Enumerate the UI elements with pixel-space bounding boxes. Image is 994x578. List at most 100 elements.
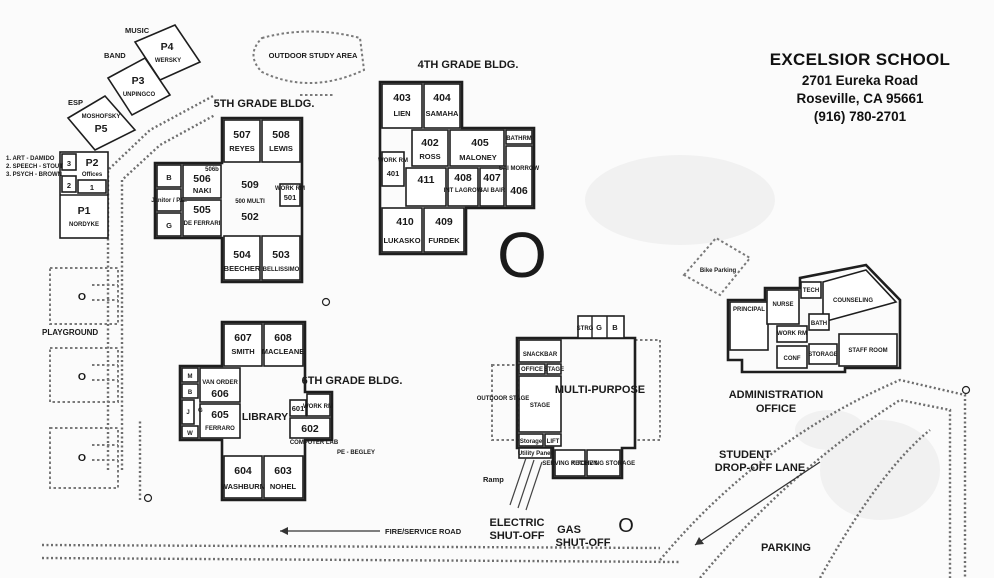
walkways bbox=[41, 93, 967, 578]
room-505-teacher: DE FERRARI bbox=[184, 221, 221, 227]
room-p4-teacher: WERSKY bbox=[155, 58, 181, 64]
room-p2: P2 bbox=[86, 157, 99, 169]
dropoff-label-2: DROP-OFF LANE bbox=[715, 462, 805, 474]
room-509: 509 bbox=[241, 179, 259, 191]
outdoor-study-label: OUTDOOR STUDY AREA bbox=[269, 51, 358, 60]
room-604-teacher: WASHBURN bbox=[221, 482, 265, 491]
parking-label: PARKING bbox=[761, 542, 811, 554]
mp-storage-room: Storage bbox=[520, 439, 543, 445]
school-name: EXCELSIOR SCHOOL bbox=[769, 50, 951, 69]
counseling-office: COUNSELING bbox=[833, 298, 873, 304]
room-410-teacher: LUKASKO bbox=[383, 236, 420, 245]
room-607-teacher: SMITH bbox=[231, 347, 254, 356]
admin-storage: STORAGE bbox=[808, 352, 838, 358]
room-508-teacher: LEWIS bbox=[269, 144, 293, 153]
map-markers bbox=[143, 297, 971, 503]
grade6-title: 6TH GRADE BLDG. bbox=[302, 375, 403, 387]
music-label: MUSIC bbox=[125, 26, 150, 35]
room-410: 410 bbox=[396, 216, 414, 228]
receiving-storage-label: RECEIVING STORAGE bbox=[571, 461, 635, 467]
room-606-teacher: VAN ORDER bbox=[202, 380, 238, 386]
room-405-teacher: MALONEY bbox=[459, 153, 497, 162]
room-411: 411 bbox=[418, 174, 435, 186]
p2-office-1: 1 bbox=[90, 183, 94, 192]
room-p2-offices: Offices bbox=[82, 172, 103, 178]
room-608-teacher: MACLEANE bbox=[262, 347, 305, 356]
esp-label: ESP bbox=[68, 98, 83, 107]
field-marker-1: O bbox=[78, 291, 86, 303]
bike-parking-label: Bike Parking bbox=[700, 268, 737, 274]
mp-storage: STRG bbox=[577, 326, 594, 332]
gas-label-2: SHUT-OFF bbox=[556, 537, 611, 549]
conference-room: CONF bbox=[784, 356, 801, 362]
bike-parking: Bike Parking bbox=[682, 236, 752, 297]
room-403-teacher: LIEN bbox=[393, 109, 410, 118]
room-p1: P1 bbox=[78, 205, 91, 217]
room-403: 403 bbox=[393, 92, 411, 104]
grade5-building: 5TH GRADE BLDG. 507 REYES 508 LEWIS B Ja… bbox=[151, 98, 315, 284]
field-marker-3: O bbox=[78, 452, 86, 464]
electric-label-2: SHUT-OFF bbox=[490, 530, 545, 542]
room-603-teacher: NOHEL bbox=[270, 482, 297, 491]
room-602: 602 bbox=[301, 423, 319, 435]
room-406-teacher: SAI MORROW bbox=[499, 166, 540, 172]
gas-label-1: GAS bbox=[557, 524, 581, 536]
tech-room: TECH bbox=[803, 288, 819, 294]
mp-restroom-b: B bbox=[612, 323, 618, 332]
pe-label: PE - BEGLEY bbox=[337, 450, 375, 456]
room-605: 605 bbox=[211, 409, 229, 421]
room-p5: P5 bbox=[95, 123, 108, 135]
room-503: 503 bbox=[272, 249, 290, 261]
grade5-work-room: WORK RM bbox=[275, 186, 305, 192]
room-605-teacher: FERRARO bbox=[205, 426, 235, 432]
playground-label: PLAYGROUND bbox=[42, 328, 98, 337]
mp-lift: LIFT bbox=[547, 439, 560, 445]
grade5-title: 5TH GRADE BLDG. bbox=[214, 98, 315, 110]
grade5-restroom-g: G bbox=[166, 221, 172, 230]
room-503-teacher: BELLISSIMO bbox=[263, 267, 300, 273]
room-p4: P4 bbox=[161, 41, 174, 53]
room-508: 508 bbox=[272, 129, 290, 141]
grade6-room-w: W bbox=[187, 431, 193, 437]
room-507-teacher: REYES bbox=[229, 144, 254, 153]
room-404-teacher: SAMAHA bbox=[426, 109, 459, 118]
computer-lab-label: COMPUTER LAB bbox=[290, 440, 339, 446]
admin-title-1: ADMINISTRATION bbox=[729, 389, 824, 401]
service-speech: 2. SPEECH - STOUT bbox=[6, 164, 63, 170]
grade4-bathroom: BATHRM bbox=[506, 136, 532, 142]
grade6-room-g: G bbox=[198, 408, 203, 414]
dropoff-label-1: STUDENT bbox=[719, 449, 771, 461]
school-phone: (916) 780-2701 bbox=[813, 109, 907, 124]
grade6-room-m: M bbox=[188, 374, 193, 380]
library-label: LIBRARY bbox=[242, 411, 288, 423]
admin-work-room: WORK RM bbox=[777, 331, 807, 337]
room-505: 505 bbox=[193, 204, 211, 216]
dropoff-lane: STUDENT DROP-OFF LANE PARKING bbox=[694, 449, 821, 554]
room-607: 607 bbox=[234, 332, 252, 344]
room-407-teacher: SAI BAIR bbox=[479, 188, 506, 194]
admin-building: PRINCIPAL NURSE TECH COUNSELING WORK RM … bbox=[726, 263, 902, 415]
grade5-janitor: Janitor / P.E. bbox=[151, 198, 187, 204]
admin-title-2: OFFICE bbox=[756, 403, 796, 415]
staff-room: STAFF ROOM bbox=[848, 348, 887, 354]
outdoor-study-area: OUTDOOR STUDY AREA bbox=[252, 30, 366, 84]
room-502: 502 bbox=[241, 211, 259, 223]
background-shading bbox=[585, 155, 940, 520]
room-604: 604 bbox=[234, 465, 252, 477]
p2-office-2: 2 bbox=[67, 181, 71, 190]
multipurpose-title: MULTI-PURPOSE bbox=[555, 384, 645, 396]
room-401: 401 bbox=[387, 169, 400, 178]
outdoor-stage-label: OUTDOOR STAGE bbox=[477, 396, 530, 402]
room-p3-teacher: UNPINGCO bbox=[123, 92, 156, 98]
principal-office: PRINCIPAL bbox=[733, 307, 765, 313]
room-409-teacher: FURDEK bbox=[428, 236, 460, 245]
room-405: 405 bbox=[471, 137, 489, 149]
school-city: Roseville, CA 95661 bbox=[796, 91, 924, 106]
room-404: 404 bbox=[433, 92, 451, 104]
portables: MUSIC BAND ESP P4 WERSKY P3 UNPINGCO MOS… bbox=[6, 24, 202, 239]
room-504-teacher: BEECHER bbox=[224, 264, 261, 273]
gas-o-marker: O bbox=[618, 515, 634, 537]
nurse-office: NURSE bbox=[772, 302, 793, 308]
fire-service-road: FIRE/SERVICE ROAD bbox=[280, 527, 462, 536]
field-marker-2: O bbox=[78, 371, 86, 383]
